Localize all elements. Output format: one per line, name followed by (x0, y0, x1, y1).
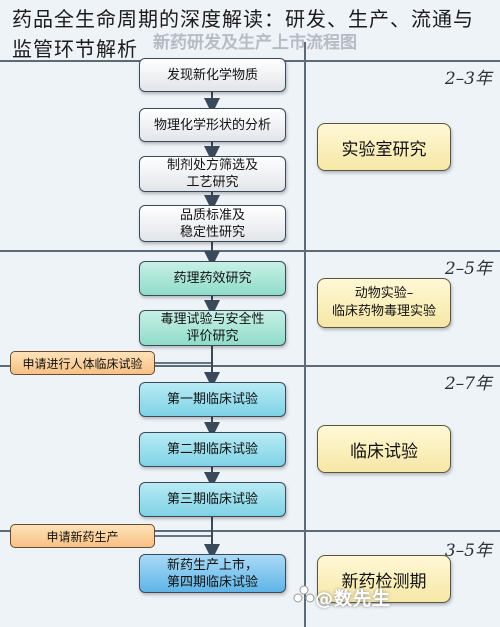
step-pharmacology: 药理药效研究 (139, 261, 286, 296)
apply-clinical-trial: 申请进行人体临床试验 (10, 351, 155, 375)
step-launch-phase-4: 新药生产上市， 第四期临床试验 (139, 554, 286, 593)
phase-animal-tox: 动物实验– 临床药物毒理实验 (317, 278, 451, 328)
phase-clinical-trial: 临床试验 (317, 425, 451, 473)
step-formulation-process: 制剂处方筛选及 工艺研究 (139, 156, 286, 192)
period-divider (0, 530, 500, 532)
phase-lab-research: 实验室研究 (317, 123, 451, 171)
period-label: 2–3年 (444, 69, 492, 89)
flower-logo-icon (293, 585, 315, 603)
step-physchem-analysis: 物理化学形状的分析 (139, 108, 286, 142)
period-label: 2–5年 (444, 259, 492, 279)
period-divider (0, 250, 500, 252)
phase-new-drug-monitoring: 新药检测期 (317, 555, 451, 603)
period-label: 3–5年 (444, 541, 492, 561)
diagram-title: 新药研发及生产上市流程图 (153, 33, 357, 53)
step-phase-2-trial: 第二期临床试验 (139, 432, 286, 467)
step-discover-compound: 发现新化学物质 (139, 58, 286, 92)
phase-axis-line (304, 42, 306, 627)
apply-new-drug-production: 申请新药生产 (10, 524, 155, 548)
step-phase-1-trial: 第一期临床试验 (139, 382, 286, 417)
step-quality-stability: 品质标准及 稳定性研究 (139, 205, 286, 242)
step-phase-3-trial: 第三期临床试验 (139, 482, 286, 517)
period-divider (0, 365, 500, 367)
period-label: 2–7年 (444, 374, 492, 394)
step-toxicology-safety: 毒理试验与安全性 评价研究 (139, 310, 286, 346)
page-title: 药品全生命周期的深度解读：研发、生产、流通与监管环节解析 (12, 7, 474, 61)
watermark-text: @数先生 (315, 589, 391, 610)
